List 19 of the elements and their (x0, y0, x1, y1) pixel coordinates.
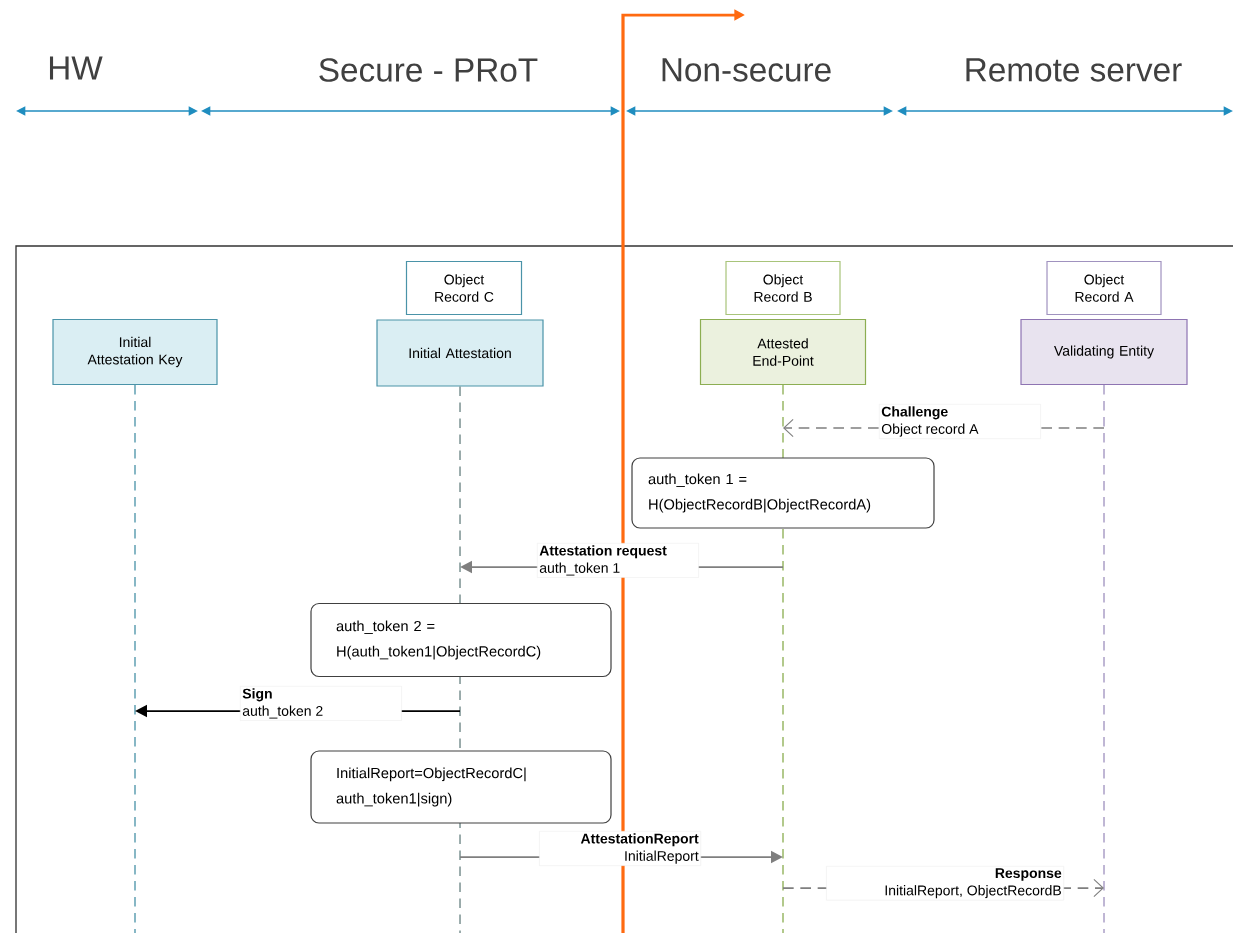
edge-label: Challenge Object record A (879, 404, 1041, 439)
participant-box: Validating Entity (1020, 318, 1188, 386)
edge-label: Response InitialReport, ObjectRecordB (826, 866, 1064, 901)
edge-label: Sign auth_token 2 (240, 686, 402, 721)
note-box: auth_token 1 = H(ObjectRecordB|ObjectRecordA) (631, 457, 935, 529)
participant-box: Initial Attestation Key (52, 318, 218, 386)
zone-label: Secure - PRoT (319, 58, 538, 82)
note-box: auth_token 2 = H(auth_token1|ObjectRecordC) (310, 602, 612, 678)
participant-box: Initial Attestation (376, 319, 544, 387)
note-box: InitialReport=ObjectRecordC| auth_token1|sign) (310, 750, 612, 824)
participant-box: Attested End-Point (699, 318, 867, 386)
zone-label: Remote server (966, 58, 1182, 82)
record-box: Object Record B (725, 260, 841, 316)
edge-label: Attestation request auth_token 1 (537, 543, 699, 578)
record-box: Object Record C (405, 260, 523, 316)
record-box: Object Record A (1046, 260, 1162, 316)
edge-label: AttestationReport InitialReport (539, 831, 701, 866)
zone-label: Non-secure (662, 58, 831, 82)
zone-label: HW (49, 56, 103, 80)
